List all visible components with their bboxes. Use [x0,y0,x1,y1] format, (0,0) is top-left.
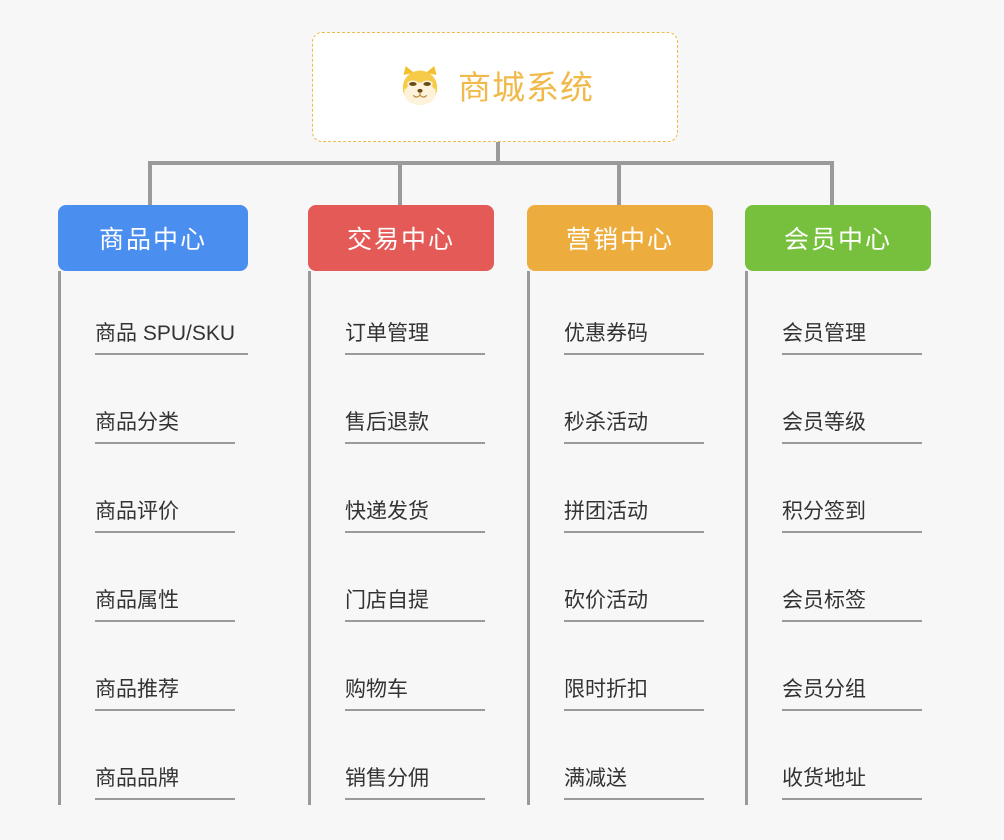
list-item[interactable]: 商品品牌 [61,716,248,805]
category-header-2[interactable]: 交易中心 [308,205,494,271]
category-items-1: 商品 SPU/SKU 商品分类 商品评价 商品属性 商品推荐 商品品牌 [58,271,248,805]
category-header-1[interactable]: 商品中心 [58,205,248,271]
connector-root-stem [496,142,500,164]
list-item[interactable]: 秒杀活动 [530,360,713,449]
list-item[interactable]: 拼团活动 [530,449,713,538]
list-item[interactable]: 商品评价 [61,449,248,538]
list-item-label: 订单管理 [345,321,485,355]
list-item[interactable]: 门店自提 [311,538,494,627]
list-item-label: 快递发货 [345,499,485,533]
category-header-3-label: 营销中心 [565,226,674,254]
category-header-4[interactable]: 会员中心 [745,205,931,271]
list-item-label: 售后退款 [345,410,485,444]
list-item-label: 会员标签 [782,588,922,622]
list-item-label: 商品属性 [95,588,235,622]
list-item-label: 商品推荐 [95,677,235,711]
list-item-label: 会员管理 [782,321,922,355]
list-item-label: 购物车 [345,677,485,711]
list-item-label: 积分签到 [782,499,922,533]
list-item[interactable]: 会员分组 [748,627,931,716]
list-item[interactable]: 商品 SPU/SKU [61,271,248,360]
list-item-label: 拼团活动 [564,499,704,533]
connector-drop-2 [398,161,402,205]
list-item[interactable]: 会员等级 [748,360,931,449]
list-item-label: 商品评价 [95,499,235,533]
list-item-label: 商品品牌 [95,766,235,800]
list-item[interactable]: 商品分类 [61,360,248,449]
category-header-4-label: 会员中心 [783,226,892,254]
connector-drop-1 [148,161,152,205]
list-item-label: 优惠券码 [564,321,704,355]
root-title: 商城系统 [458,68,594,106]
list-item[interactable]: 会员标签 [748,538,931,627]
list-item[interactable]: 快递发货 [311,449,494,538]
connector-drop-3 [617,161,621,205]
list-item-label: 秒杀活动 [564,410,704,444]
shiba-dog-icon [396,63,444,111]
list-item[interactable]: 积分签到 [748,449,931,538]
connector-drop-4 [830,161,834,205]
list-item-label: 会员等级 [782,410,922,444]
category-header-2-label: 交易中心 [346,226,455,254]
list-item[interactable]: 满减送 [530,716,713,805]
list-item[interactable]: 会员管理 [748,271,931,360]
list-item-label: 会员分组 [782,677,922,711]
list-item-label: 商品 SPU/SKU [95,321,248,355]
list-item[interactable]: 砍价活动 [530,538,713,627]
list-item-label: 销售分佣 [345,766,485,800]
list-item[interactable]: 订单管理 [311,271,494,360]
list-item[interactable]: 销售分佣 [311,716,494,805]
root-node-mall-system[interactable]: 商城系统 [312,32,678,142]
list-item[interactable]: 商品推荐 [61,627,248,716]
list-item[interactable]: 售后退款 [311,360,494,449]
list-item[interactable]: 购物车 [311,627,494,716]
list-item-label: 满减送 [564,766,704,800]
list-item-label: 收货地址 [782,766,922,800]
category-items-3: 优惠券码 秒杀活动 拼团活动 砍价活动 限时折扣 满减送 [527,271,713,805]
list-item[interactable]: 优惠券码 [530,271,713,360]
list-item[interactable]: 商品属性 [61,538,248,627]
category-items-4: 会员管理 会员等级 积分签到 会员标签 会员分组 收货地址 [745,271,931,805]
list-item-label: 商品分类 [95,410,235,444]
category-column-3: 营销中心 优惠券码 秒杀活动 拼团活动 砍价活动 限时折扣 满减送 [527,205,713,805]
list-item-label: 砍价活动 [564,588,704,622]
list-item[interactable]: 收货地址 [748,716,931,805]
category-header-1-label: 商品中心 [98,226,207,254]
list-item-label: 限时折扣 [564,677,704,711]
list-item-label: 门店自提 [345,588,485,622]
list-item[interactable]: 限时折扣 [530,627,713,716]
category-items-2: 订单管理 售后退款 快递发货 门店自提 购物车 销售分佣 [308,271,494,805]
connector-horizontal-bus [148,161,834,165]
category-column-4: 会员中心 会员管理 会员等级 积分签到 会员标签 会员分组 收货地址 [745,205,931,805]
category-column-2: 交易中心 订单管理 售后退款 快递发货 门店自提 购物车 销售分佣 [308,205,494,805]
category-header-3[interactable]: 营销中心 [527,205,713,271]
category-column-1: 商品中心 商品 SPU/SKU 商品分类 商品评价 商品属性 商品推荐 商品品牌 [58,205,248,805]
